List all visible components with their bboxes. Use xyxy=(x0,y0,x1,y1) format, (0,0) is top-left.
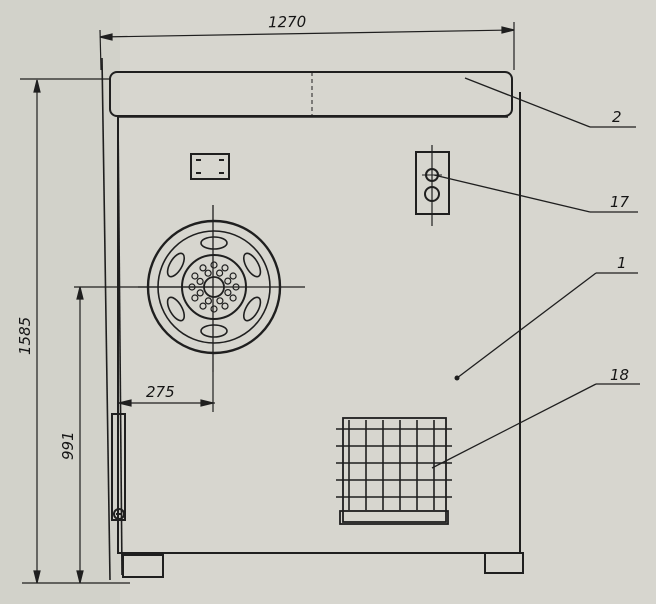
grille-lines xyxy=(336,420,452,510)
callout-leaders xyxy=(431,77,640,469)
handwheel-slot xyxy=(200,236,228,250)
handwheel-hole xyxy=(210,305,218,313)
handwheel-holes xyxy=(188,261,240,313)
handwheel-hole xyxy=(204,297,212,305)
top-panel xyxy=(109,71,513,117)
dimension-height xyxy=(20,78,130,584)
handwheel-hole xyxy=(224,289,232,297)
handwheel-hole xyxy=(229,294,237,302)
handwheel-hole xyxy=(232,283,240,291)
dimension-width-label: 1270 xyxy=(268,13,306,32)
handwheel-slot xyxy=(200,324,228,338)
callout-dot-cabinet xyxy=(454,375,460,381)
dimension-wheel-height-label: 991 xyxy=(59,431,77,460)
paper-shade xyxy=(0,0,120,604)
handwheel-hole xyxy=(221,264,229,272)
callout-2-label: 2 xyxy=(612,108,622,126)
dimension-wheel-offset xyxy=(118,372,215,412)
handwheel-slot xyxy=(242,296,262,322)
handwheel-slots xyxy=(166,236,262,338)
handwheel-hole xyxy=(204,269,212,277)
handwheel-slot xyxy=(166,296,186,322)
callout-18-label: 18 xyxy=(610,366,629,384)
dimension-wheel-height xyxy=(74,286,212,584)
name-plate xyxy=(190,153,230,180)
handwheel-hole xyxy=(191,272,199,280)
handwheel-hole xyxy=(224,277,232,285)
handwheel-slot xyxy=(166,252,186,278)
grille-panel xyxy=(339,417,449,525)
cabinet-left-edge xyxy=(101,57,123,581)
indicator-box xyxy=(415,145,450,226)
handwheel-hole xyxy=(216,297,224,305)
dimension-height-label: 1585 xyxy=(16,317,34,355)
handwheel-hole xyxy=(199,264,207,272)
handwheel-hole xyxy=(196,277,204,285)
cabinet-feet xyxy=(122,552,524,578)
handwheel-hole xyxy=(216,269,224,277)
door-hinge xyxy=(111,413,126,521)
handwheel-slot xyxy=(242,252,262,278)
callout-17-label: 17 xyxy=(610,193,630,211)
handwheel-hole xyxy=(229,272,237,280)
handwheel-hole xyxy=(199,302,207,310)
handwheel-hole xyxy=(196,289,204,297)
callout-1-label: 1 xyxy=(617,254,627,272)
dimension-width xyxy=(99,22,515,71)
handwheel-hole xyxy=(210,261,218,269)
handwheel-hole xyxy=(191,294,199,302)
dimension-wheel-offset-label: 275 xyxy=(146,383,175,401)
handwheel-hole xyxy=(221,302,229,310)
